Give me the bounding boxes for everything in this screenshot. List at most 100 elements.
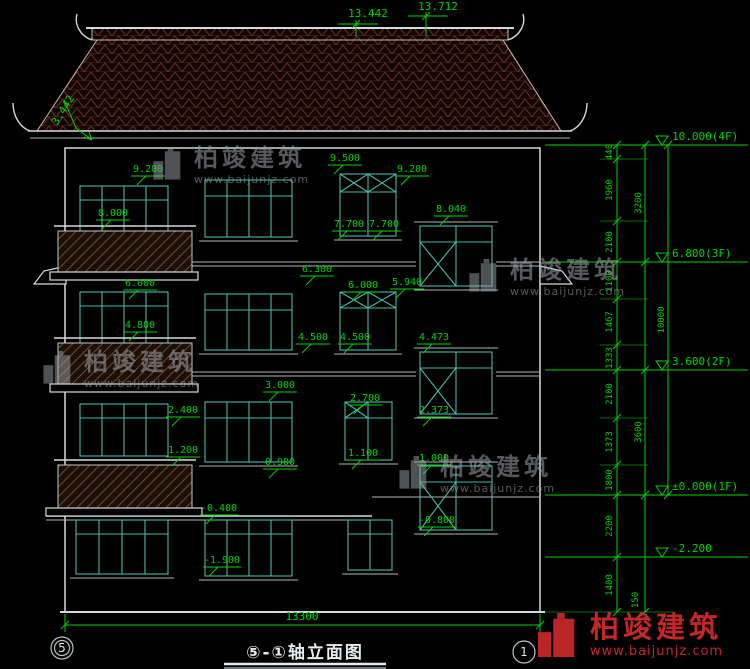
bottom-dimension: 13300 xyxy=(60,610,545,632)
facade-elevation-mark: 6.000 xyxy=(123,278,157,300)
dim-label: 13.442 xyxy=(348,7,388,20)
svg-text:4.473: 4.473 xyxy=(419,332,449,343)
svg-text:-0.800: -0.800 xyxy=(419,515,455,526)
facade-elevation-mark: 8.040 xyxy=(434,204,468,226)
drawing-title: ⑤-①轴立面图 xyxy=(246,642,364,663)
svg-text:1: 1 xyxy=(520,645,528,659)
stair-window xyxy=(419,465,493,531)
svg-text:2.400: 2.400 xyxy=(168,405,198,416)
facade-elevation-mark: 1.100 xyxy=(346,448,380,470)
dim-label: 1400 xyxy=(605,574,615,596)
dim-label: 150 xyxy=(631,592,641,608)
svg-text:1.000: 1.000 xyxy=(419,453,449,464)
svg-text:2.373: 2.373 xyxy=(419,405,449,416)
stair-window xyxy=(419,351,493,415)
svg-text:4.800: 4.800 xyxy=(125,320,155,331)
svg-text:3.600(2F): 3.600(2F) xyxy=(672,355,732,368)
slope-arrow xyxy=(63,99,93,141)
facade-elevation-mark: 9.200 xyxy=(395,164,429,186)
facade-elevation-mark: 9.500 xyxy=(328,153,362,175)
svg-text:-1.900: -1.900 xyxy=(204,555,240,566)
svg-text:2.700: 2.700 xyxy=(350,393,380,404)
svg-text:8.000: 8.000 xyxy=(98,208,128,219)
svg-text:10.000(4F): 10.000(4F) xyxy=(672,130,738,143)
roof xyxy=(12,13,588,139)
svg-text:6.000: 6.000 xyxy=(125,278,155,289)
ridge-ornament-left xyxy=(75,13,93,41)
svg-text:9.200: 9.200 xyxy=(133,164,163,175)
dim-label: 13.712 xyxy=(418,0,458,13)
facade-elevation-mark: 6.000 xyxy=(346,280,380,302)
svg-text:0.900: 0.900 xyxy=(265,457,295,468)
facade-elevation-mark: 3.000 xyxy=(263,380,297,402)
balcony xyxy=(49,225,199,281)
facade-elevation-mark: 2.373 xyxy=(417,405,451,427)
right-dimension-chains: 440 1960 2100 1100 1467 1333 2100 1373 1… xyxy=(545,140,674,617)
dim-label: 440 xyxy=(605,144,615,160)
facade-elevation-mark: 1.000 xyxy=(417,453,451,475)
svg-text:8.040: 8.040 xyxy=(436,204,466,215)
window xyxy=(79,403,169,457)
facade-elevation-mark: -0.400 xyxy=(200,503,238,525)
window xyxy=(339,173,397,237)
facade-elevation-mark: 7.700 xyxy=(332,219,366,241)
facade-elevation-mark: -1.900 xyxy=(203,555,241,577)
dim-label: 1800 xyxy=(605,469,615,491)
window xyxy=(79,291,169,345)
facade-elevation-mark: -0.800 xyxy=(418,515,456,537)
level-marker: 6.800(3F) xyxy=(545,247,748,263)
dim-label: 1467 xyxy=(605,311,615,333)
facade-elevation-mark: 8.000 xyxy=(96,208,130,230)
svg-text:±0.000(1F): ±0.000(1F) xyxy=(672,480,738,493)
window xyxy=(75,519,169,575)
stair-window xyxy=(419,225,493,287)
dim-label: 2100 xyxy=(605,231,615,253)
svg-text:9.500: 9.500 xyxy=(330,153,360,164)
title-block: ⑤-①轴立面图 xyxy=(224,642,386,669)
facade-elevation-mark: 4.473 xyxy=(417,332,451,354)
facade-elevation-mark: 6.300 xyxy=(300,264,334,286)
side-eave-right xyxy=(539,265,574,285)
svg-text:5.940: 5.940 xyxy=(392,277,422,288)
window xyxy=(204,401,293,463)
facade-elevation-mark: 0.900 xyxy=(263,457,297,479)
facade-elevation-mark: 2.700 xyxy=(348,393,382,415)
svg-text:4.500: 4.500 xyxy=(298,332,328,343)
svg-text:4.500: 4.500 xyxy=(340,332,370,343)
eave-corner-left xyxy=(12,102,31,132)
axis-bubble-left: 5 xyxy=(50,636,74,660)
dim-label: 3600 xyxy=(634,421,644,443)
dim-label: 10000 xyxy=(657,306,667,333)
window xyxy=(339,291,397,351)
facade-elevation-mark: 9.200 xyxy=(131,164,165,186)
level-marker: 3.600(2F) xyxy=(545,355,748,371)
ridge-ornament-right xyxy=(507,13,525,41)
window xyxy=(204,179,293,238)
svg-text:1.100: 1.100 xyxy=(348,448,378,459)
dim-label: 2200 xyxy=(605,515,615,537)
svg-text:5: 5 xyxy=(58,641,66,655)
dim-label: 13300 xyxy=(285,610,318,623)
balcony xyxy=(45,459,203,517)
svg-text:6.300: 6.300 xyxy=(302,264,332,275)
facade-elevation-mark: 4.500 xyxy=(338,332,372,354)
dim-label: 1373 xyxy=(605,431,615,453)
axis-bubble-right: 1 xyxy=(512,640,536,664)
level-marker: ±0.000(1F) xyxy=(545,480,748,496)
svg-text:9.200: 9.200 xyxy=(397,164,427,175)
level-marker: 10.000(4F) xyxy=(545,130,748,146)
facade-elevation-mark: 4.500 xyxy=(296,332,330,354)
svg-text:-0.400: -0.400 xyxy=(201,503,237,514)
svg-text:3.000: 3.000 xyxy=(265,380,295,391)
svg-text:6.000: 6.000 xyxy=(348,280,378,291)
ridge-dimensions: 13.442 13.712 xyxy=(338,0,458,36)
facade-elevation-mark: 4.800 xyxy=(123,320,157,342)
facade-elevation-mark: 5.940 xyxy=(390,277,424,299)
svg-text:1.200: 1.200 xyxy=(168,445,198,456)
level-marker: -2.200 xyxy=(545,542,748,558)
dim-label: 2100 xyxy=(605,383,615,405)
facade-elevation-mark: 7.700 xyxy=(367,219,401,241)
window xyxy=(347,519,393,571)
